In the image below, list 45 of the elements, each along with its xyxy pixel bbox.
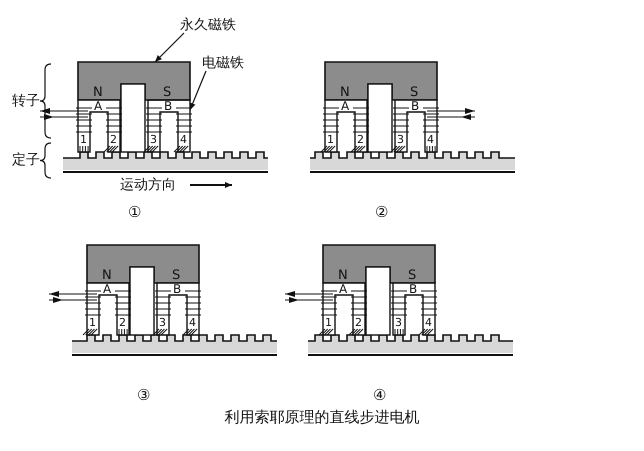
pole-label: N — [338, 269, 348, 282]
coil-number: 2 — [110, 134, 117, 145]
part-label: 定子 — [12, 153, 40, 167]
pole-label: B — [409, 283, 418, 295]
coil-number: 4 — [189, 317, 196, 328]
coil-number: 1 — [325, 317, 332, 328]
part-label: 永久磁铁 — [180, 18, 236, 32]
coil-number: 2 — [357, 134, 364, 145]
panel-number: ④ — [373, 388, 386, 403]
pole-label: S — [410, 86, 418, 99]
coil-number: 3 — [150, 134, 157, 145]
pole-label: A — [339, 283, 348, 295]
leader-line — [154, 32, 184, 62]
pole-label: S — [408, 269, 416, 282]
coil-number: 2 — [355, 317, 362, 328]
leader-line — [189, 70, 207, 110]
pole-label: A — [94, 100, 102, 112]
coil-number: 1 — [327, 134, 334, 145]
coil-number: 1 — [80, 134, 87, 145]
coil-number: 3 — [159, 317, 166, 328]
pole-label: B — [411, 100, 420, 112]
pole-label: A — [341, 100, 350, 112]
coil-number: 2 — [119, 317, 126, 328]
pole-label: A — [103, 283, 112, 295]
coil-number: 4 — [427, 134, 434, 145]
pole-label: S — [163, 86, 172, 99]
coil-number: 4 — [425, 317, 432, 328]
panel-number: ③ — [137, 388, 150, 403]
coil-number: 4 — [180, 134, 187, 145]
pole-label: B — [173, 283, 182, 295]
electromagnet-pole — [147, 99, 191, 153]
coil-number: 3 — [395, 317, 402, 328]
caption: 利用索耶原理的直线步进电机 — [224, 410, 420, 425]
pole-label: N — [93, 86, 103, 99]
part-label: 转子 — [12, 94, 40, 108]
panel-number: ① — [128, 205, 142, 220]
direction-label: 运动方向 — [120, 178, 176, 192]
coil-number: 3 — [397, 134, 404, 145]
panel-number: ② — [375, 205, 388, 220]
pole-label: N — [102, 269, 112, 282]
pole-label: S — [172, 269, 180, 282]
part-label: 电磁铁 — [202, 56, 244, 70]
pole-label: B — [164, 100, 172, 112]
coil-number: 1 — [89, 317, 96, 328]
pole-label: N — [340, 86, 350, 99]
